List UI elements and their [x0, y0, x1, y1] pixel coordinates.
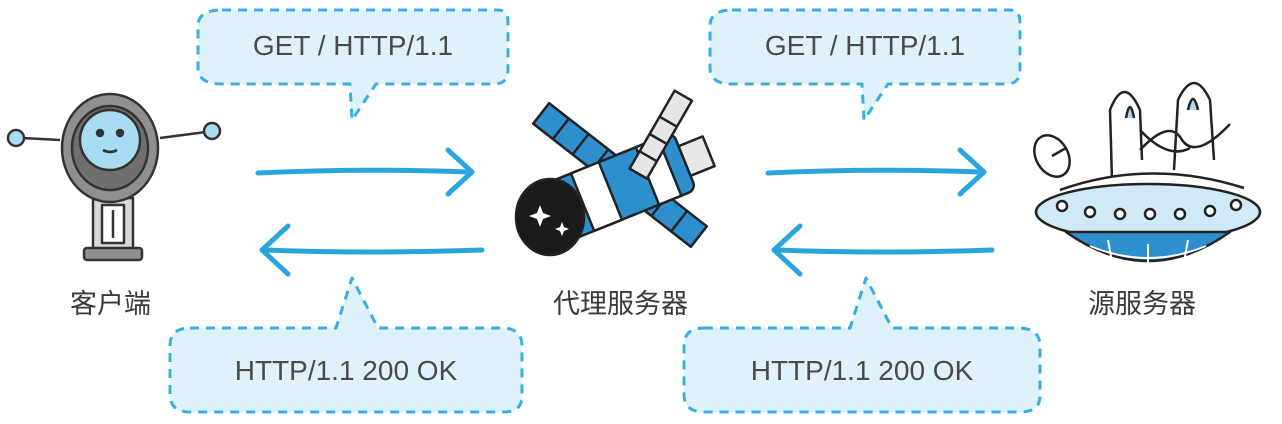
response-text-left: HTTP/1.1 200 OK: [234, 355, 458, 386]
satellite-icon: [514, 89, 716, 257]
ufo-icon: [1033, 81, 1262, 268]
response-bubble-left: [168, 276, 524, 414]
robot-icon: [6, 92, 222, 262]
response-arrow-origin-to-proxy: [771, 223, 995, 277]
request-arrow-client-to-proxy: [255, 147, 475, 197]
request-arrow-proxy-to-origin: [765, 147, 987, 197]
request-bubble-left: [196, 8, 510, 122]
response-text-right: HTTP/1.1 200 OK: [750, 355, 974, 386]
request-bubble-right: [708, 8, 1022, 122]
response-arrow-proxy-to-client: [259, 223, 485, 277]
response-bubble-right: [682, 276, 1042, 414]
client-label: 客户端: [70, 289, 151, 320]
request-text-left: GET / HTTP/1.1: [252, 30, 454, 61]
origin-label: 源服务器: [1088, 289, 1196, 320]
proxy-label: 代理服务器: [553, 289, 688, 320]
request-text-right: GET / HTTP/1.1: [764, 30, 966, 61]
